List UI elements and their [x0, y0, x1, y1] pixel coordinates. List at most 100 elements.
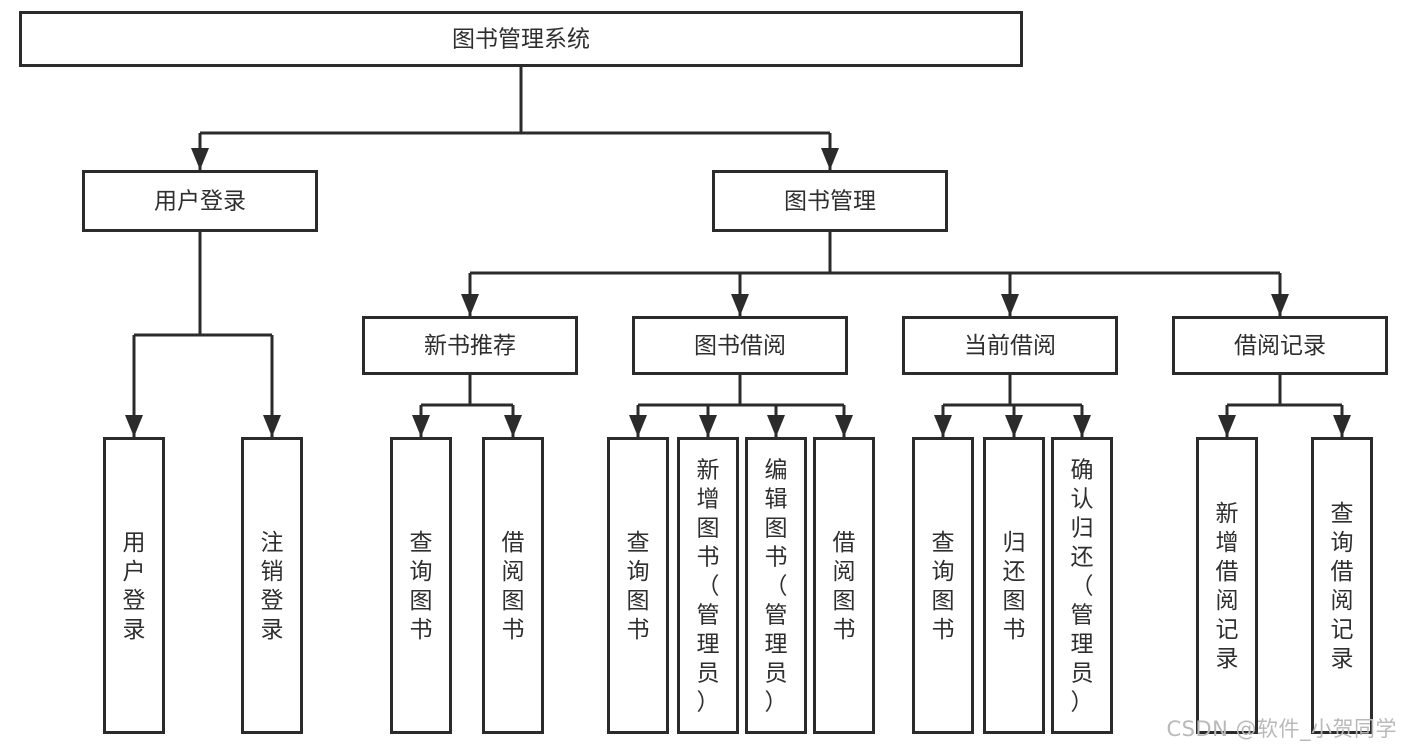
- node-label-char: 询: [932, 559, 955, 585]
- node-label-char: 归: [1003, 530, 1026, 556]
- arrow-head-icon: [1073, 415, 1091, 437]
- node-box: [241, 437, 303, 734]
- node-label-char: 新: [697, 458, 720, 484]
- node-box: [677, 437, 739, 734]
- node-label-char: 辑: [765, 487, 788, 513]
- node-label: 新书推荐: [424, 333, 516, 359]
- arrow-head-icon: [1005, 415, 1023, 437]
- node-label-char: 阅: [833, 559, 856, 585]
- arrow-head-icon: [629, 415, 647, 437]
- node-label-char: 管: [1071, 603, 1094, 629]
- node-label-char: 录: [1216, 646, 1239, 672]
- node-borrow-record[interactable]: 借阅记录: [1172, 316, 1388, 375]
- node-label-char: 书: [410, 617, 433, 643]
- node-box: [632, 316, 848, 375]
- node-label-char: 书: [627, 617, 650, 643]
- arrow-head-icon: [461, 294, 479, 316]
- node-label-char: 书: [833, 617, 856, 643]
- arrow-head-icon: [821, 148, 839, 170]
- node-label-char: 查: [627, 530, 650, 556]
- node-label: 当前借阅: [964, 333, 1056, 359]
- node-label-char: 借: [502, 530, 525, 556]
- node-label-char: 借: [833, 530, 856, 556]
- node-label-char: 借: [1331, 559, 1354, 585]
- arrow-head-icon: [835, 415, 853, 437]
- node-label-char: 增: [1216, 530, 1239, 556]
- node-box: [1311, 437, 1373, 734]
- connectors-layer: [125, 67, 1351, 437]
- node-box: [390, 437, 452, 734]
- arrow-head-icon: [191, 148, 209, 170]
- node-label-char: 理: [697, 632, 720, 658]
- node-label-char: 查: [1331, 501, 1354, 527]
- node-label-char: ）: [697, 690, 720, 716]
- node-box: [745, 437, 807, 734]
- node-box: [983, 437, 1045, 734]
- node-box: [82, 170, 318, 232]
- node-label-char: 阅: [502, 559, 525, 585]
- node-label-char: ）: [765, 690, 788, 716]
- node-label-char: 注: [261, 530, 284, 556]
- node-label-char: 确: [1071, 458, 1094, 484]
- arrow-head-icon: [731, 294, 749, 316]
- arrow-head-icon: [125, 415, 143, 437]
- node-label: 图书管理: [784, 189, 876, 215]
- arrow-head-icon: [1001, 294, 1019, 316]
- node-label-char: 用: [123, 530, 146, 556]
- node-book-borrow[interactable]: 图书借阅: [632, 316, 848, 375]
- node-root[interactable]: 图书管理系统: [19, 11, 1023, 67]
- node-label-char: 记: [1331, 617, 1354, 643]
- nodes-layer: 图书管理系统用户登录用户登录注销登录图书管理新书推荐查询图书借阅图书图书借阅查询…: [19, 11, 1388, 734]
- node-box: [1172, 316, 1388, 375]
- arrow-head-icon: [504, 415, 522, 437]
- arrow-head-icon: [263, 415, 281, 437]
- node-label-char: 图: [627, 588, 650, 614]
- node-user-login[interactable]: 用户登录: [82, 170, 318, 232]
- node-book-manage[interactable]: 图书管理: [712, 170, 948, 232]
- node-label-char: 理: [765, 632, 788, 658]
- node-box: [103, 437, 165, 734]
- node-label-char: （: [1071, 574, 1094, 600]
- node-label-char: 管: [697, 603, 720, 629]
- node-label-char: 录: [1331, 646, 1354, 672]
- node-label-char: 记: [1216, 617, 1239, 643]
- node-label-char: 图: [932, 588, 955, 614]
- node-label-char: 录: [123, 617, 146, 643]
- node-label-char: 员: [697, 661, 720, 687]
- node-label-char: 书: [932, 617, 955, 643]
- node-box: [912, 437, 974, 734]
- node-box: [362, 316, 578, 375]
- node-box: [902, 316, 1118, 375]
- node-label-char: 查: [932, 530, 955, 556]
- node-label-char: 阅: [1331, 588, 1354, 614]
- node-label-char: ）: [1071, 690, 1094, 716]
- node-box: [19, 11, 1023, 67]
- node-label-char: （: [765, 574, 788, 600]
- node-user-login-do[interactable]: 用户登录: [103, 437, 165, 734]
- node-new-book-recommend[interactable]: 新书推荐: [362, 316, 578, 375]
- node-label-char: 阅: [1216, 588, 1239, 614]
- arrow-head-icon: [1271, 294, 1289, 316]
- node-label-char: 图: [833, 588, 856, 614]
- node-label-char: （: [697, 574, 720, 600]
- node-label-char: 借: [1216, 559, 1239, 585]
- node-current-borrow[interactable]: 当前借阅: [902, 316, 1118, 375]
- node-label-char: 员: [765, 661, 788, 687]
- csdn-watermark: CSDN @软件_小贺同学: [1166, 717, 1397, 741]
- node-label-char: 销: [261, 559, 284, 585]
- node-label-char: 书: [765, 545, 788, 571]
- node-label-char: 户: [123, 559, 146, 585]
